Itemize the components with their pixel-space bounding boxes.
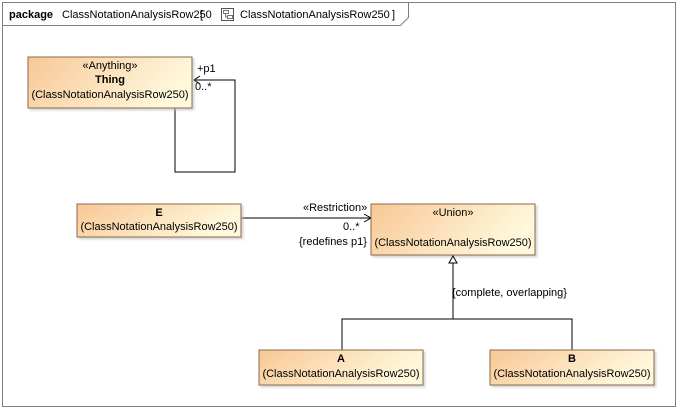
a-owner: (ClassNotationAnalysisRow250) (262, 368, 419, 380)
package-tab: package ClassNotationAnalysisRow250 [ Cl… (9, 8, 395, 21)
union-owner: (ClassNotationAnalysisRow250) (374, 237, 531, 249)
generalization-set-constraint: {complete, overlapping} (452, 287, 567, 299)
e-name: E (155, 207, 162, 219)
self-association: +p1 0..* (174, 63, 236, 173)
restriction-stereotype: «Restriction» (303, 202, 367, 214)
package-close-bracket: ] (392, 9, 395, 21)
class-b[interactable]: B (ClassNotationAnalysisRow250) (489, 349, 655, 386)
class-thing[interactable]: «Anything» Thing (ClassNotationAnalysisR… (27, 56, 193, 109)
a-name: A (337, 353, 345, 365)
b-name: B (568, 353, 576, 365)
self-role-label: +p1 (197, 63, 216, 75)
package-name: ClassNotationAnalysisRow250 (62, 9, 212, 21)
class-union[interactable]: «Union» (ClassNotationAnalysisRow250) (370, 203, 536, 256)
b-owner: (ClassNotationAnalysisRow250) (493, 368, 650, 380)
restriction-constraint: {redefines p1} (299, 236, 367, 248)
thing-owner: (ClassNotationAnalysisRow250) (31, 89, 188, 101)
restriction-multiplicity: 0..* (343, 221, 360, 233)
package-keyword: package (9, 9, 53, 21)
union-stereotype: «Union» (433, 207, 474, 219)
generalization-tree: {complete, overlapping} (341, 254, 573, 350)
e-owner: (ClassNotationAnalysisRow250) (80, 221, 237, 233)
diagram-name: ClassNotationAnalysisRow250 (240, 9, 390, 21)
package-open-bracket: [ (200, 9, 203, 21)
class-e[interactable]: E (ClassNotationAnalysisRow250) (76, 203, 242, 238)
class-a[interactable]: A (ClassNotationAnalysisRow250) (258, 349, 424, 386)
thing-name: Thing (95, 74, 125, 86)
restriction-association: «Restriction» 0..* {redefines p1} (241, 202, 373, 248)
self-multiplicity-label: 0..* (195, 81, 212, 93)
diagram-icon (221, 8, 234, 21)
thing-stereotype: «Anything» (82, 60, 137, 72)
